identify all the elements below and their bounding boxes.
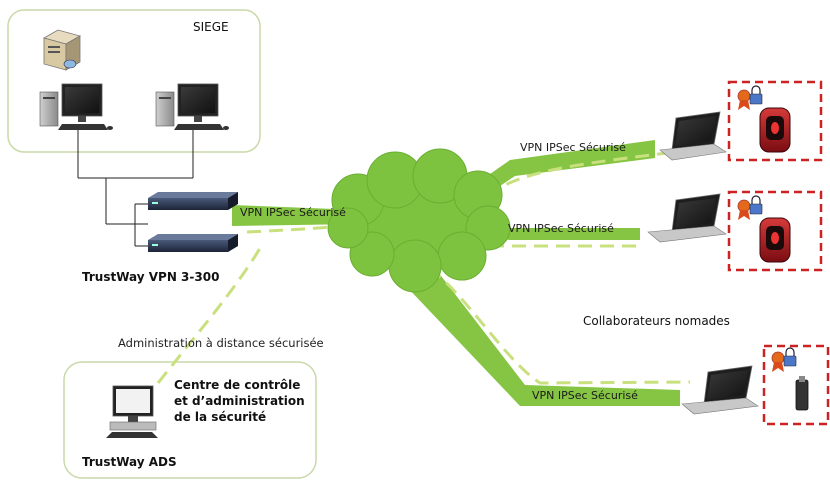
tunnel-middle xyxy=(480,226,640,240)
admin-center-line: et d’administration xyxy=(174,394,305,408)
lan-wiring xyxy=(77,130,194,247)
workstation-icon xyxy=(39,83,113,130)
siege-site-box xyxy=(7,9,261,153)
tunnel-label-bottom: VPN IPSec Sécurisé xyxy=(532,389,638,402)
hardware-token-icon xyxy=(759,107,791,153)
workstation-icon xyxy=(155,83,229,130)
admin-center-line: Centre de contrôle xyxy=(174,378,301,392)
admin-link-label: Administration à distance sécurisée xyxy=(118,336,324,350)
hardware-token-icon xyxy=(759,217,791,263)
certificate-lock-icon xyxy=(771,347,797,372)
gateway-label: TrustWay VPN 3-300 xyxy=(82,270,220,284)
nomades-label: Collaborateurs nomades xyxy=(583,314,730,328)
tunnel-label-top: VPN IPSec Sécurisé xyxy=(520,141,626,154)
admin-center-line: de la sécurité xyxy=(174,410,267,424)
admin-center-label: Centre de contrôle et d’administration d… xyxy=(174,377,314,425)
siege-label: SIEGE xyxy=(193,20,229,34)
ads-site-box xyxy=(63,361,317,479)
token-box xyxy=(727,190,823,272)
server-icon xyxy=(42,29,82,71)
internet-cloud xyxy=(327,148,511,293)
token-box xyxy=(762,344,830,426)
certificate-lock-icon xyxy=(737,85,763,110)
laptop-icon xyxy=(681,365,759,415)
tunnel-top xyxy=(470,140,655,196)
tunnel-gateway xyxy=(232,205,360,226)
laptop-icon xyxy=(659,111,727,161)
tunnel-label-middle: VPN IPSec Sécurisé xyxy=(508,222,614,235)
vpn-appliance-icon xyxy=(148,234,238,252)
admin-workstation-icon xyxy=(106,385,158,438)
certificate-lock-icon xyxy=(737,195,763,220)
token-box xyxy=(727,80,823,162)
laptop-icon xyxy=(647,193,727,243)
ads-label: TrustWay ADS xyxy=(82,455,177,469)
vpn-appliance-icon xyxy=(148,192,238,210)
usb-token-icon xyxy=(795,376,809,411)
tunnel-label-gateway: VPN IPSec Sécurisé xyxy=(240,206,346,219)
